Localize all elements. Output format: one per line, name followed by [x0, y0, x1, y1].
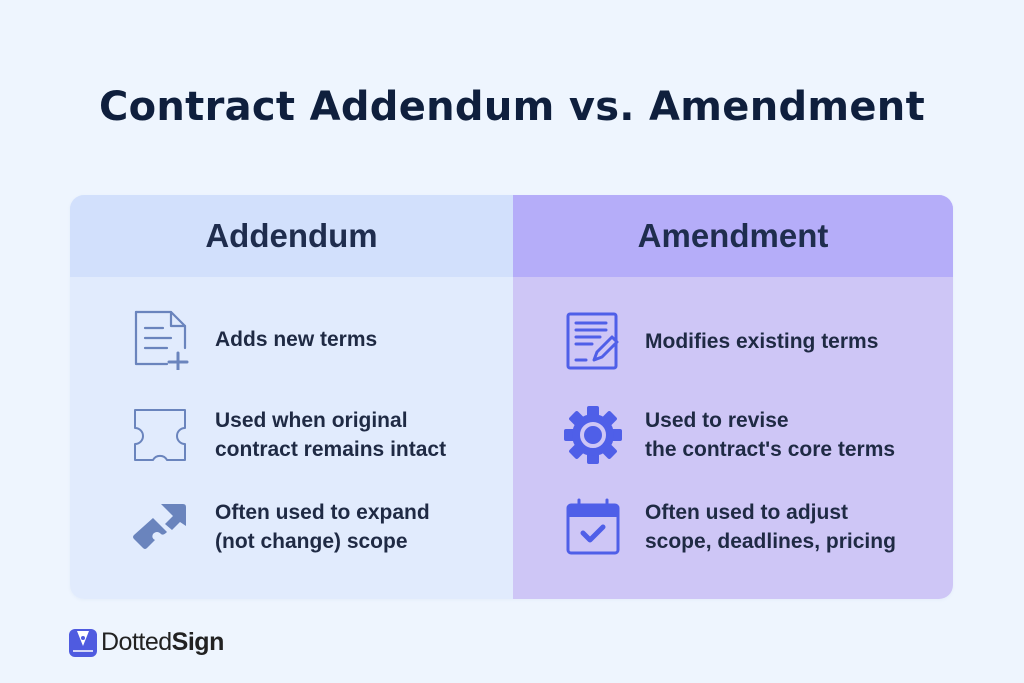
expand-arrow-puzzle-icon — [130, 497, 190, 557]
amendment-column: Amendment Modifies existing terms — [513, 195, 953, 599]
amendment-item-text: Used to revise the contract's core terms — [645, 409, 896, 461]
amendment-item: Modifies existing terms — [563, 311, 878, 371]
document-edit-icon — [563, 311, 623, 371]
logo-text-dotted: Dotted — [101, 628, 172, 656]
addendum-item-text: Often used to expand (not change) scope — [215, 501, 430, 553]
addendum-item-text: Used when original contract remains inta… — [215, 409, 447, 461]
addendum-header: Addendum — [70, 195, 513, 277]
amendment-item-text: Often used to adjust scope, deadlines, p… — [645, 501, 896, 553]
addendum-column: Addendum Adds new terms — [70, 195, 513, 599]
addendum-item: Used when original contract remains inta… — [130, 405, 446, 465]
amendment-item: Often used to adjust scope, deadlines, p… — [563, 497, 896, 557]
amendment-item-text: Modifies existing terms — [645, 329, 879, 353]
gear-icon — [563, 405, 623, 465]
amendment-header: Amendment — [513, 195, 953, 277]
addendum-item: Adds new terms — [130, 309, 378, 370]
dottedsign-logo: DottedSign — [69, 628, 224, 657]
pen-nib-icon — [69, 628, 97, 657]
puzzle-piece-icon — [130, 405, 190, 465]
calendar-check-icon — [563, 497, 623, 557]
logo-text-sign: Sign — [171, 628, 225, 656]
addendum-item-text: Adds new terms — [215, 327, 378, 351]
page-title: Contract Addendum vs. Amendment — [98, 84, 926, 130]
document-plus-icon — [130, 309, 190, 370]
amendment-item: Used to revise the contract's core terms — [563, 405, 895, 465]
comparison-table: Addendum Adds new terms — [70, 195, 953, 599]
addendum-item: Often used to expand (not change) scope — [130, 497, 430, 557]
